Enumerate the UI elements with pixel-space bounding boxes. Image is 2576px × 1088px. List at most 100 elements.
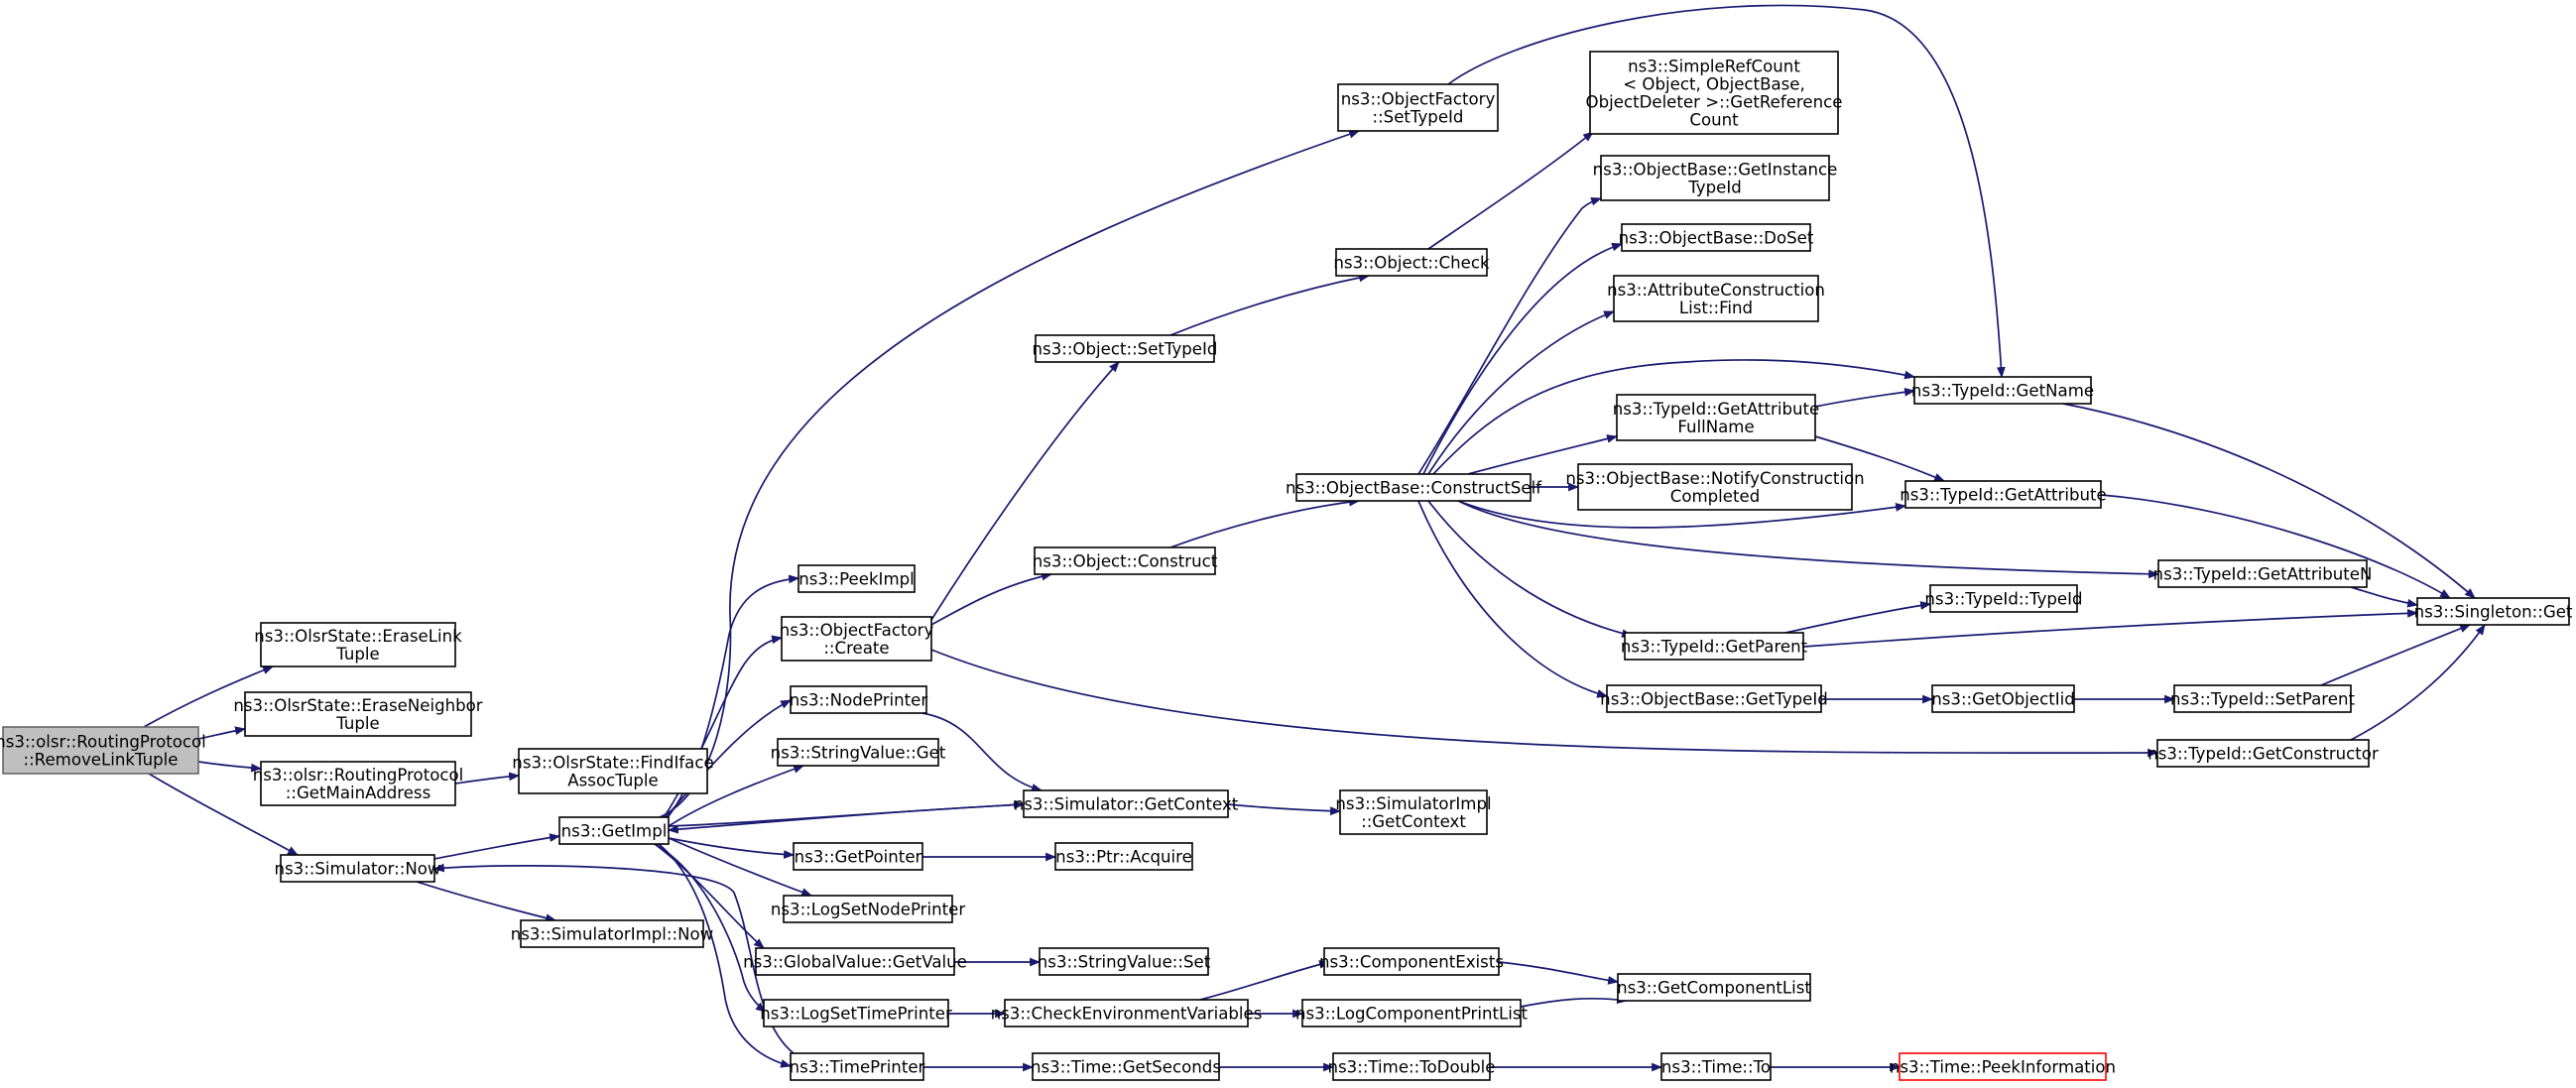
node-box — [1624, 632, 1804, 661]
node-checkEnvVars[interactable]: ns3::CheckEnvironmentVariables — [991, 999, 1263, 1028]
node-label: ns3::Ptr::Acquire — [1055, 848, 1192, 867]
node-simGetContext[interactable]: ns3::Simulator::GetContext — [1014, 789, 1239, 818]
node-label: Tuple — [335, 645, 380, 664]
edge-objConstruct-to-obConstructSelf — [1169, 497, 1361, 548]
node-box — [1301, 999, 1522, 1028]
node-obGetTypeId[interactable]: ns3::ObjectBase::GetTypeId — [1600, 684, 1828, 713]
node-box — [518, 748, 708, 794]
node-tidGetName[interactable]: ns3::TypeId::GetName — [1911, 376, 2094, 405]
node-box — [1032, 1052, 1220, 1081]
node-label: ns3::LogSetNodePrinter — [771, 901, 965, 919]
node-box — [2416, 597, 2570, 626]
node-box — [558, 816, 670, 845]
node-root[interactable]: ns3::olsr::RoutingProtocol::RemoveLinkTu… — [0, 726, 206, 775]
node-obConstructSelf[interactable]: ns3::ObjectBase::ConstructSelf — [1286, 473, 1542, 502]
node-label: ObjectDeleter >::GetReference — [1586, 93, 1843, 112]
node-simImplNow[interactable]: ns3::SimulatorImpl::Now — [511, 919, 714, 948]
node-peekImpl[interactable]: ns3::PeekImpl — [797, 564, 916, 593]
node-label: ns3::SimulatorImpl::Now — [511, 925, 714, 944]
node-box — [260, 622, 456, 667]
edge-tidGetName-to-singletonGet — [2062, 403, 2476, 599]
node-timePrinter[interactable]: ns3::TimePrinter — [790, 1052, 925, 1081]
node-nodePrinter[interactable]: ns3::NodePrinter — [790, 685, 928, 714]
node-getMainAddress[interactable]: ns3::olsr::RoutingProtocol::GetMainAddre… — [253, 761, 464, 806]
node-tidSetParent[interactable]: ns3::TypeId::SetParent — [2170, 684, 2355, 713]
node-timeTo[interactable]: ns3::Time::To — [1660, 1052, 1772, 1081]
node-box — [783, 895, 953, 923]
node-getObjectIid[interactable]: ns3::GetObjectIid — [1931, 684, 2075, 713]
node-tidGetConstructor[interactable]: ns3::TypeId::GetConstructor — [2147, 739, 2379, 768]
node-box — [1335, 248, 1488, 277]
node-label: ns3::SimpleRefCount — [1628, 58, 1800, 76]
node-logSetTimePrinter[interactable]: ns3::LogSetTimePrinter — [760, 999, 952, 1028]
node-box — [260, 761, 456, 806]
node-label: ::SetTypeId — [1373, 108, 1464, 127]
node-tidGetAttribute[interactable]: ns3::TypeId::GetAttribute — [1900, 480, 2107, 509]
edge-timePrinter-to-simNow — [432, 863, 795, 1054]
node-label: ns3::PeekImpl — [798, 570, 915, 589]
edge-obConstructSelf-to-attrConstructionListFind — [1427, 310, 1616, 475]
node-globalValueGetValue[interactable]: ns3::GlobalValue::GetValue — [743, 947, 967, 976]
node-label: ns3::Time::GetSeconds — [1031, 1058, 1221, 1077]
node-logComponentPrintList[interactable]: ns3::LogComponentPrintList — [1295, 999, 1529, 1028]
edge-logComponentPrintList-to-getComponentList — [1520, 995, 1629, 1008]
node-label: ns3::ObjectFactory — [780, 621, 934, 640]
node-label: List::Find — [1679, 299, 1753, 317]
node-label: ns3::Time::PeekInformation — [1890, 1058, 2116, 1077]
node-label: ns3::CheckEnvironmentVariables — [991, 1005, 1263, 1024]
node-ptrAcquire[interactable]: ns3::Ptr::Acquire — [1054, 842, 1193, 871]
node-obDoSet[interactable]: ns3::ObjectBase::DoSet — [1619, 223, 1814, 252]
node-ofSetTypeId[interactable]: ns3::ObjectFactory::SetTypeId — [1337, 83, 1499, 132]
node-label: ns3::Singleton::Get — [2414, 603, 2573, 622]
node-label: Tuple — [335, 714, 380, 733]
node-objConstruct[interactable]: ns3::Object::Construct — [1033, 546, 1218, 575]
node-obNotifyConstructionCompleted[interactable]: ns3::ObjectBase::NotifyConstructionCompl… — [1565, 463, 1865, 511]
node-label: ns3::SimulatorImpl — [1335, 794, 1491, 813]
node-objSetTypeId[interactable]: ns3::Object::SetTypeId — [1033, 334, 1218, 363]
node-simNow[interactable]: ns3::Simulator::Now — [274, 854, 441, 883]
node-componentExists[interactable]: ns3::ComponentExists — [1319, 947, 1504, 976]
node-timePeekInformation[interactable]: ns3::Time::PeekInformation — [1890, 1052, 2116, 1081]
node-getImpl[interactable]: ns3::GetImpl — [558, 816, 670, 845]
node-timeToDouble[interactable]: ns3::Time::ToDouble — [1328, 1052, 1496, 1081]
edge-objCheck-to-simpleRefCount — [1427, 131, 1594, 250]
node-stringValueSet[interactable]: ns3::StringValue::Set — [1038, 947, 1211, 976]
node-ofCreate[interactable]: ns3::ObjectFactory::Create — [780, 616, 934, 662]
node-box — [797, 564, 916, 593]
edge-getMainAddress-to-findIfaceAssocTuple — [454, 772, 521, 785]
node-stringValueGet[interactable]: ns3::StringValue::Get — [771, 738, 946, 767]
node-getPointer[interactable]: ns3::GetPointer — [793, 842, 923, 871]
node-box — [781, 616, 932, 662]
node-getComponentList[interactable]: ns3::GetComponentList — [1617, 973, 1811, 1002]
node-box — [1904, 480, 2102, 509]
node-box — [1332, 1052, 1491, 1081]
node-simpleRefCount[interactable]: ns3::SimpleRefCount< Object, ObjectBase,… — [1586, 51, 1843, 135]
node-box — [1323, 947, 1500, 976]
edge-obConstructSelf-to-obDoSet — [1422, 242, 1624, 475]
node-timeGetSeconds[interactable]: ns3::Time::GetSeconds — [1031, 1052, 1221, 1081]
edge-getImpl-to-timePrinter — [658, 843, 793, 1068]
node-logSetNodePrinter[interactable]: ns3::LogSetNodePrinter — [771, 895, 965, 923]
node-label: ns3::Simulator::GetContext — [1014, 795, 1239, 814]
edge-simGetContext-to-getImpl — [667, 803, 1025, 834]
node-objCheck[interactable]: ns3::Object::Check — [1333, 248, 1490, 277]
node-box — [1577, 463, 1853, 511]
node-tidGetParent[interactable]: ns3::TypeId::GetParent — [1621, 632, 1808, 661]
edge-tidGetParent-to-singletonGet — [1802, 608, 2419, 648]
node-simImplGetContext[interactable]: ns3::SimulatorImpl::GetContext — [1335, 789, 1492, 835]
edge-tidGetParent-to-tidTypeId — [1784, 601, 1932, 634]
node-singletonGet[interactable]: ns3::Singleton::Get — [2414, 597, 2573, 626]
node-tidTypeId[interactable]: ns3::TypeId::TypeId — [1924, 584, 2083, 613]
node-box — [1660, 1052, 1772, 1081]
edge-obConstructSelf-to-tidGetName — [1432, 359, 1916, 475]
edge-tidSetParent-to-singletonGet — [2320, 624, 2472, 686]
node-box — [1339, 789, 1488, 835]
node-box — [790, 1052, 924, 1081]
node-tidGetAttributeN[interactable]: ns3::TypeId::GetAttributeN — [2153, 559, 2373, 588]
